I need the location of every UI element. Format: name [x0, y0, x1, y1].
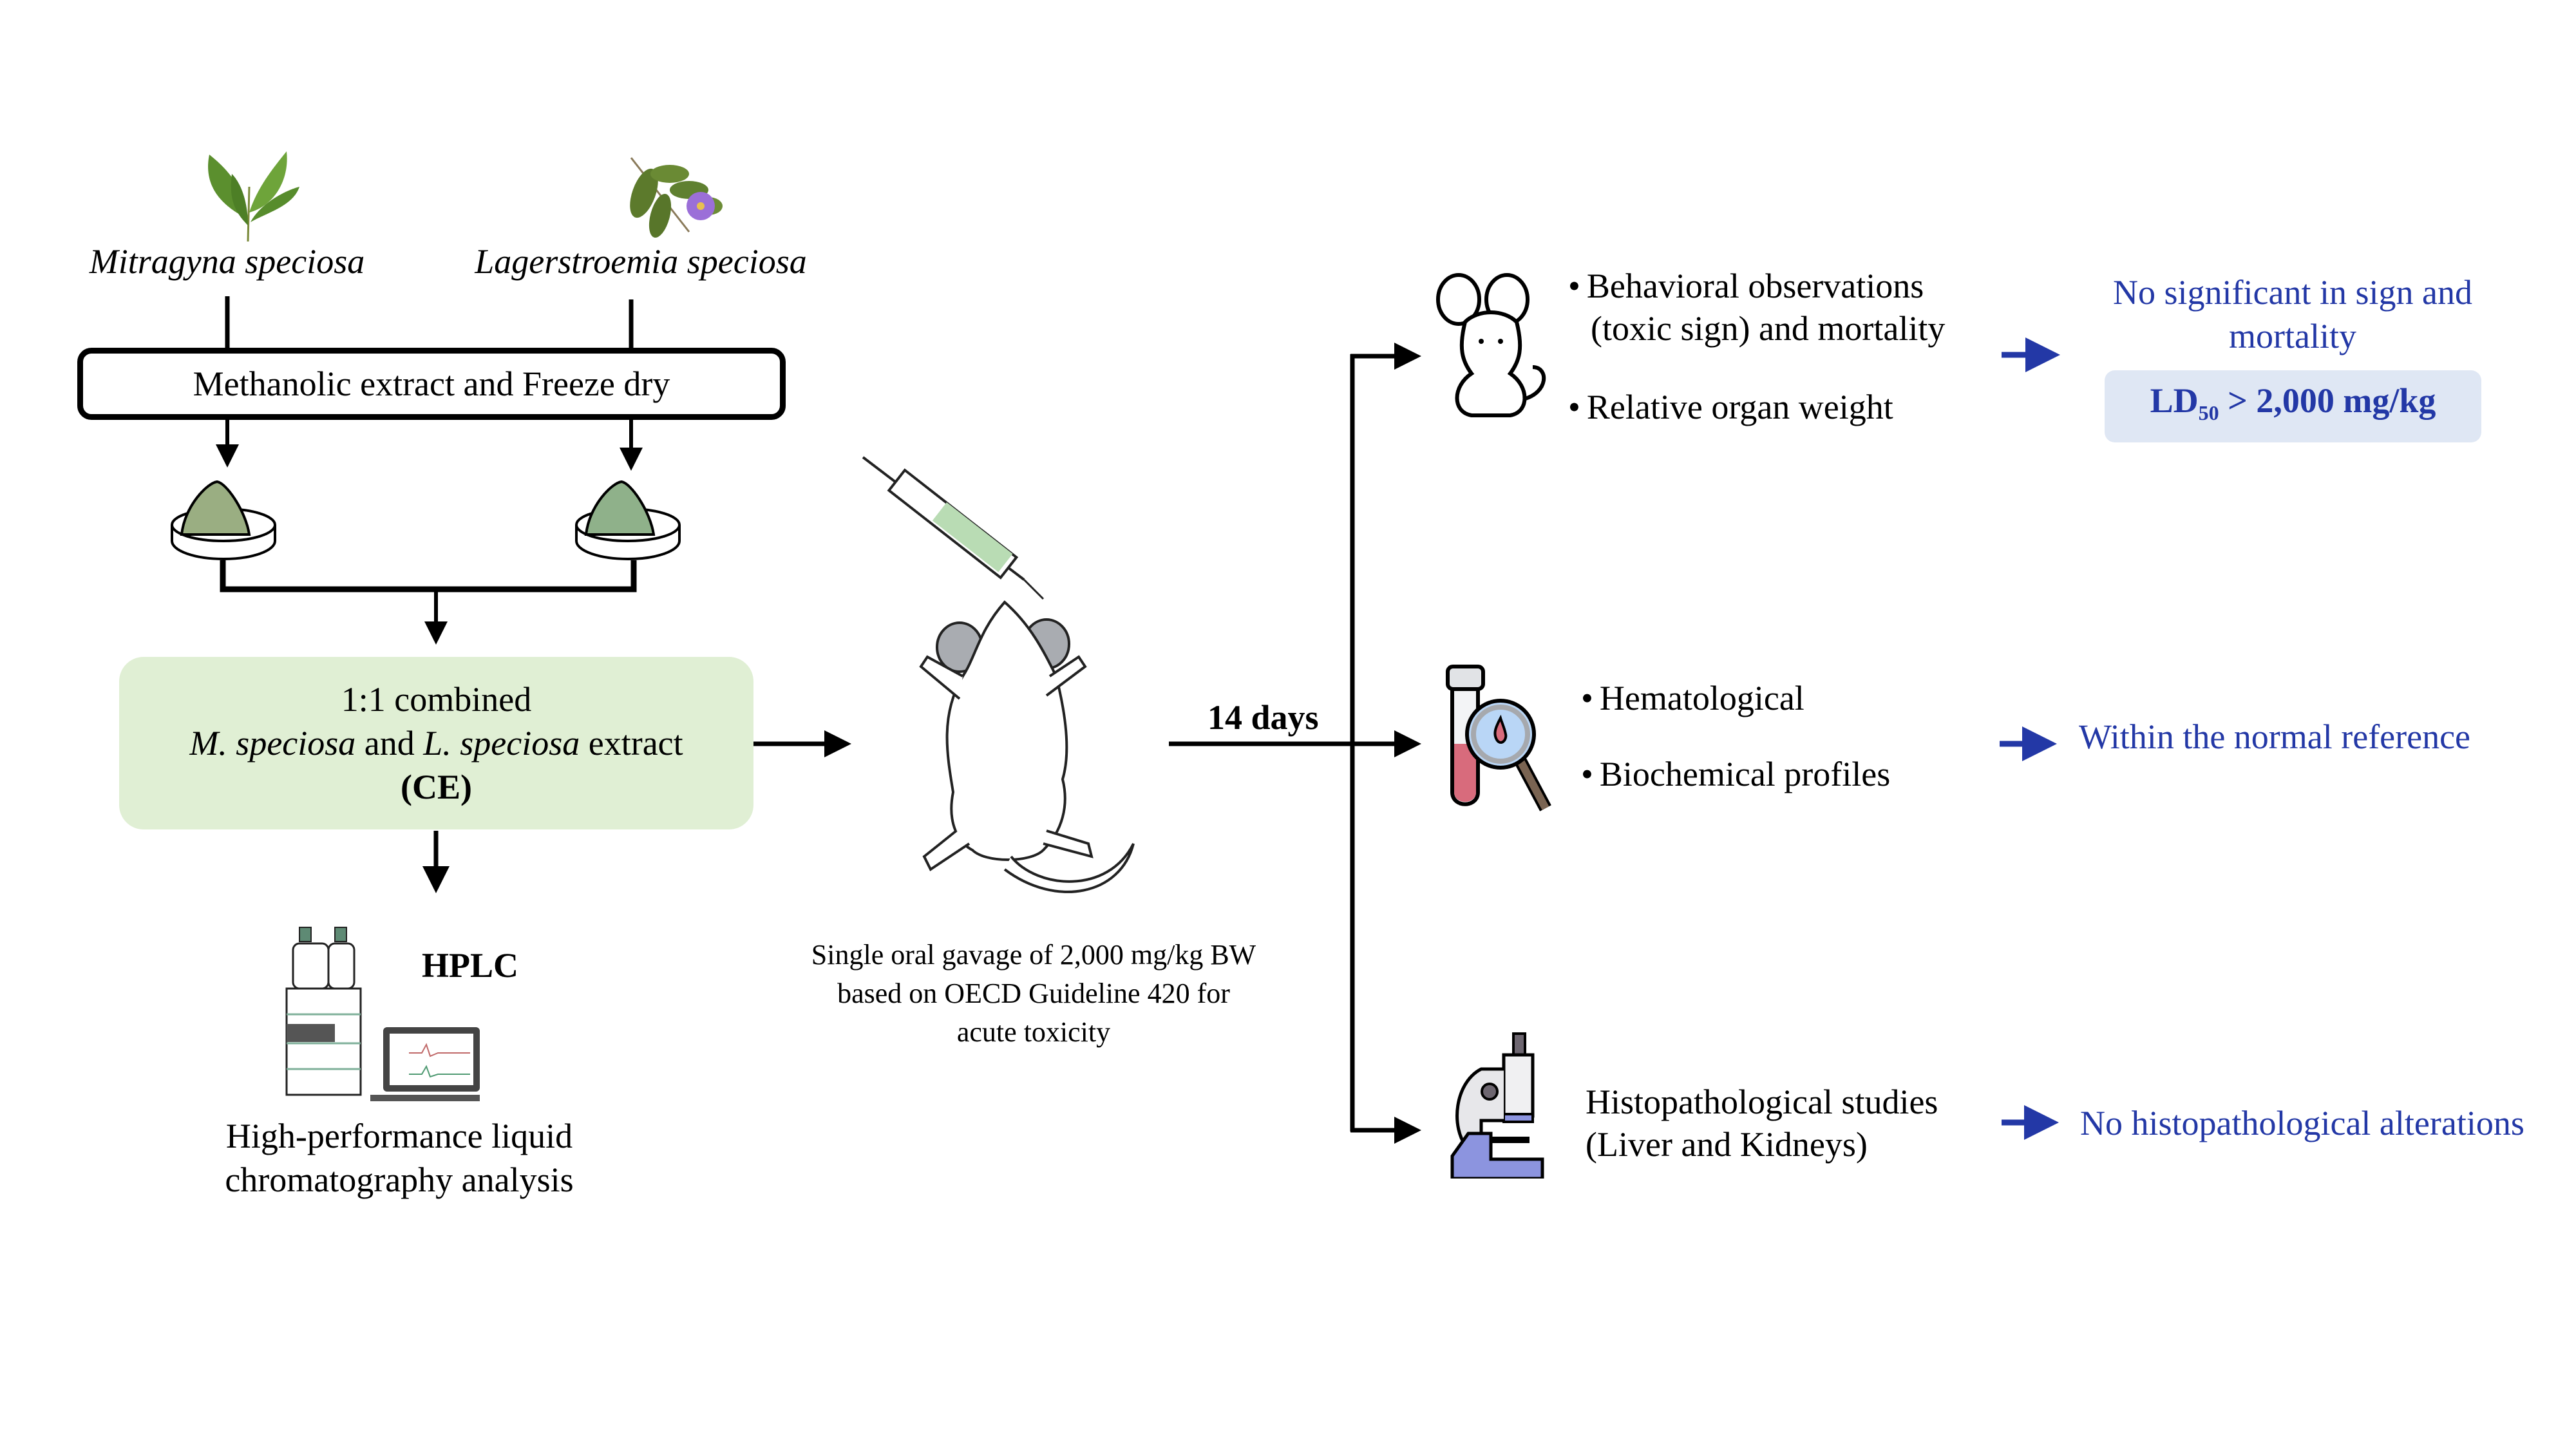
- rat-gavage-icon: [862, 456, 1135, 893]
- microscope-icon: [1450, 1032, 1544, 1179]
- ld50-prefix: LD: [2150, 381, 2199, 420]
- ld50-suffix: > 2,000 mg/kg: [2219, 381, 2436, 420]
- combined-extract-box: 1:1 combined M. speciosa and L. speciosa…: [119, 657, 753, 829]
- kratom-leaves-icon: [208, 151, 299, 242]
- ld50-subscript: 50: [2198, 401, 2219, 424]
- outcome1-result-line2: mortality: [2229, 317, 2356, 355]
- plant-name-mitragyna: Mitragyna speciosa: [89, 242, 365, 281]
- gavage-caption-line3: acute toxicity: [956, 1016, 1111, 1048]
- mouse-icon: [1436, 273, 1546, 417]
- hplc-label: HPLC: [422, 946, 519, 985]
- outcome1-result-line1: No significant in sign and: [2113, 273, 2472, 312]
- extraction-step-box: Methanolic extract and Freeze dry: [77, 348, 786, 420]
- hplc-caption-line2: chromatography analysis: [225, 1160, 574, 1199]
- syringe-icon: [862, 456, 1045, 600]
- outcome2-item2: Biochemical profiles: [1581, 752, 1890, 796]
- extraction-label: Methanolic extract and Freeze dry: [193, 365, 670, 403]
- ce-abbrev: (CE): [401, 768, 472, 806]
- powder-dish-icon: [171, 480, 276, 560]
- test-tube-magnifier-icon: [1446, 665, 1551, 811]
- outcome3-item1: Histopathological studies: [1586, 1083, 1938, 1121]
- ce-line1: 1:1 combined: [341, 680, 532, 719]
- hplc-caption-line1: High-performance liquid: [225, 1117, 573, 1155]
- gavage-caption-line1: Single oral gavage of 2,000 mg/kg BW: [811, 939, 1256, 971]
- ld50-value: LD50 > 2,000 mg/kg: [2150, 379, 2436, 435]
- outcome2-item1: Hematological: [1581, 676, 1804, 720]
- outcome1-item1-line1: Behavioral observations: [1568, 264, 1924, 308]
- outcome2-result: Within the normal reference: [2079, 717, 2471, 756]
- ce-line2: M. speciosa and L. speciosa extract: [189, 721, 683, 765]
- hplc-instrument-icon: [285, 927, 480, 1101]
- rat-body: [919, 600, 1135, 893]
- outcome3-result: No histopathological alterations: [2080, 1104, 2524, 1142]
- outcome1-item1-line2: (toxic sign) and mortality: [1591, 309, 1946, 348]
- gavage-caption-line2: based on OECD Guideline 420 for: [837, 978, 1230, 1009]
- ce-species-l: L. speciosa: [423, 724, 580, 762]
- outcome1-item2: Relative organ weight: [1568, 385, 1893, 429]
- powder-dish-icon: [575, 480, 681, 560]
- ce-extract-word: extract: [580, 724, 683, 762]
- timeline-label: 14 days: [1208, 698, 1319, 737]
- banaba-branch-flower-icon: [630, 157, 723, 238]
- plant-name-lagerstroemia: Lagerstroemia speciosa: [475, 242, 807, 281]
- connector-powders-merge: [220, 560, 637, 592]
- ld50-badge: LD50 > 2,000 mg/kg: [2105, 370, 2481, 442]
- outcome3-item2: (Liver and Kidneys): [1586, 1125, 1868, 1164]
- ce-and: and: [355, 724, 424, 762]
- ce-species-m: M. speciosa: [189, 724, 356, 762]
